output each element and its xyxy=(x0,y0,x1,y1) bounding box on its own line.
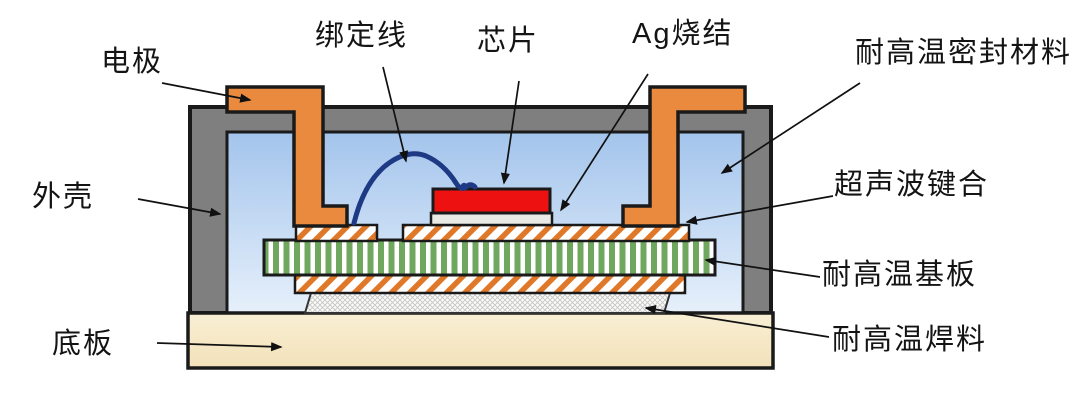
bond-wire-leader-line xyxy=(382,66,409,163)
label-chip: 芯片 xyxy=(477,25,540,57)
label-shell: 外壳 xyxy=(32,181,95,213)
shell-leader-line xyxy=(137,198,222,217)
base-plate-leader-line xyxy=(156,342,283,352)
label-seal-material: 耐高温密封材料 xyxy=(855,37,1073,69)
label-substrate: 耐高温基板 xyxy=(822,259,978,291)
lower-bond-layer xyxy=(293,273,687,295)
right-electrode xyxy=(621,85,747,228)
bond-wire-knot xyxy=(460,182,468,190)
label-ultrasonic-bond: 超声波键合 xyxy=(834,169,990,201)
electrode-leader-line xyxy=(161,82,252,103)
leader-lines xyxy=(137,66,861,352)
label-solder: 耐高温焊料 xyxy=(832,324,988,356)
solder-leader-line xyxy=(644,305,830,338)
label-ag-sinter: Ag烧结 xyxy=(632,18,734,50)
substrate-leader-line xyxy=(704,256,821,278)
left-electrode xyxy=(225,85,349,228)
seal-material-leader-line xyxy=(720,82,861,174)
substrate-layer xyxy=(262,238,717,277)
base-plate-body xyxy=(186,311,775,370)
label-base-plate: 底板 xyxy=(52,328,115,360)
ag-sinter-layer xyxy=(429,211,554,227)
solder-layer xyxy=(303,292,672,314)
ultrasonic-bond-leader-line xyxy=(685,195,834,225)
ag-sinter-leader-line xyxy=(560,73,649,212)
chip-leader-line xyxy=(500,80,520,185)
label-electrode: 电极 xyxy=(101,46,164,78)
label-bond-wire: 绑定线 xyxy=(315,20,409,52)
chip-body xyxy=(431,187,552,215)
